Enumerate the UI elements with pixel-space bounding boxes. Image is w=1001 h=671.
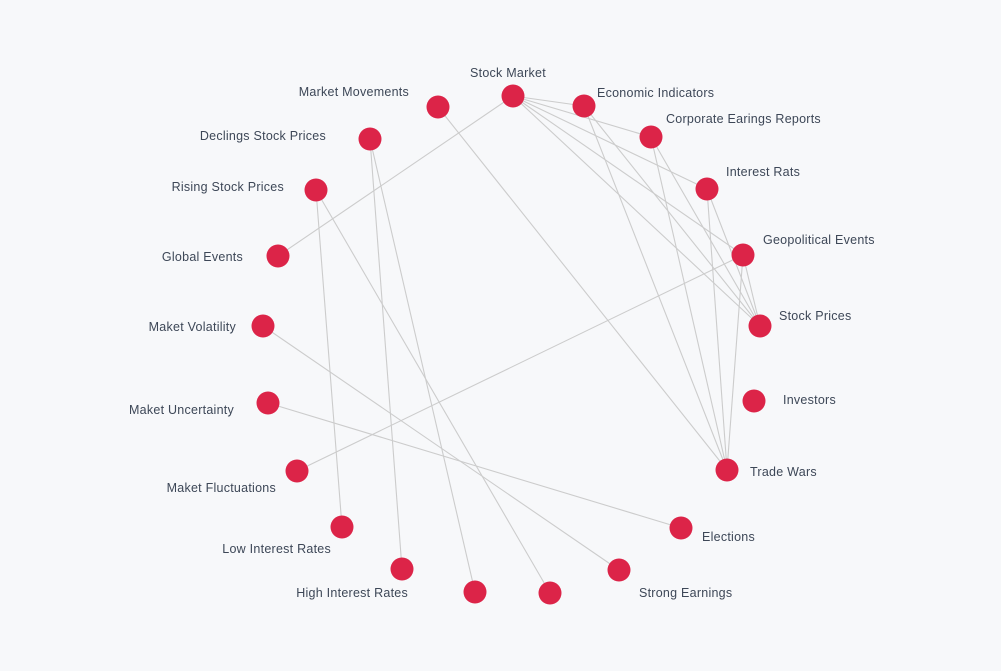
node-layer bbox=[251, 84, 772, 605]
node-label-investors: Investors bbox=[783, 393, 836, 407]
node-label-geopolitical-events: Geopolitical Events bbox=[763, 233, 875, 247]
node-high-interest-rates[interactable] bbox=[390, 557, 414, 581]
node-label-interest-rats: Interest Rats bbox=[726, 165, 800, 179]
edge-interest-rats-trade-wars bbox=[706, 188, 728, 471]
node-elections[interactable] bbox=[669, 516, 693, 540]
edge-stock-market-geopolitical-events bbox=[512, 95, 744, 256]
edge-stock-market-global-events bbox=[277, 95, 514, 257]
edge-stock-market-economic-indicators bbox=[512, 95, 585, 107]
node-label-maket-volatility: Maket Volatility bbox=[149, 320, 237, 334]
node-label-high-interest-rates: High Interest Rates bbox=[296, 586, 408, 600]
edge-corporate-earings-reports-stock-prices bbox=[650, 136, 761, 327]
node-stock-prices[interactable] bbox=[748, 314, 772, 338]
node-investors[interactable] bbox=[742, 389, 766, 413]
edge-rising-stock-prices-low-interest-rates bbox=[315, 189, 343, 528]
node-label-corporate-earings-reports: Corporate Earings Reports bbox=[666, 112, 821, 126]
node-label-market-movements: Market Movements bbox=[299, 85, 409, 99]
node-economic-indicators[interactable] bbox=[572, 94, 596, 118]
node-strong-earnings[interactable] bbox=[607, 558, 631, 582]
node-maket-volatility[interactable] bbox=[251, 314, 275, 338]
node-stock-market[interactable] bbox=[501, 84, 525, 108]
node-global-events[interactable] bbox=[266, 244, 290, 268]
node-label-rising-stock-prices: Rising Stock Prices bbox=[172, 180, 284, 194]
node-interest-rats[interactable] bbox=[695, 177, 719, 201]
node-maket-uncertainty[interactable] bbox=[256, 391, 280, 415]
node-label-strong-earnings: Strong Earnings bbox=[639, 586, 732, 600]
node-geopolitical-events[interactable] bbox=[731, 243, 755, 267]
edge-stock-market-stock-prices bbox=[512, 95, 761, 327]
node-label-economic-indicators: Economic Indicators bbox=[597, 86, 714, 100]
node-declings-stock-prices[interactable] bbox=[358, 127, 382, 151]
node-label-stock-market: Stock Market bbox=[470, 66, 546, 80]
edge-rising-stock-prices-unlabeled-right bbox=[315, 189, 551, 594]
edge-market-movements-trade-wars bbox=[437, 106, 728, 471]
node-label-trade-wars: Trade Wars bbox=[750, 465, 817, 479]
edge-economic-indicators-trade-wars bbox=[583, 105, 728, 471]
node-unlabeled-left[interactable] bbox=[463, 580, 487, 604]
edge-geopolitical-events-stock-prices bbox=[742, 254, 761, 327]
edge-layer bbox=[262, 95, 761, 594]
node-unlabeled-right[interactable] bbox=[538, 581, 562, 605]
edge-maket-fluctuations-geopolitical-events bbox=[296, 254, 744, 472]
node-label-declings-stock-prices: Declings Stock Prices bbox=[200, 129, 326, 143]
edge-maket-uncertainty-elections bbox=[267, 402, 682, 529]
node-label-stock-prices: Stock Prices bbox=[779, 309, 851, 323]
edge-corporate-earings-reports-trade-wars bbox=[650, 136, 728, 471]
edge-geopolitical-events-trade-wars bbox=[726, 254, 744, 471]
node-trade-wars[interactable] bbox=[715, 458, 739, 482]
node-maket-fluctuations[interactable] bbox=[285, 459, 309, 483]
node-low-interest-rates[interactable] bbox=[330, 515, 354, 539]
node-label-low-interest-rates: Low Interest Rates bbox=[222, 542, 331, 556]
edge-maket-volatility-strong-earnings bbox=[262, 325, 620, 571]
node-market-movements[interactable] bbox=[426, 95, 450, 119]
node-corporate-earings-reports[interactable] bbox=[639, 125, 663, 149]
edge-stock-market-interest-rats bbox=[512, 95, 708, 190]
node-label-maket-fluctuations: Maket Fluctuations bbox=[167, 481, 276, 495]
node-label-maket-uncertainty: Maket Uncertainty bbox=[129, 403, 234, 417]
node-label-elections: Elections bbox=[702, 530, 755, 544]
node-rising-stock-prices[interactable] bbox=[304, 178, 328, 202]
node-label-global-events: Global Events bbox=[162, 250, 243, 264]
edge-declings-stock-prices-unlabeled-left bbox=[369, 138, 476, 593]
edge-declings-stock-prices-high-interest-rates bbox=[369, 138, 403, 570]
edge-economic-indicators-stock-prices bbox=[583, 105, 761, 327]
